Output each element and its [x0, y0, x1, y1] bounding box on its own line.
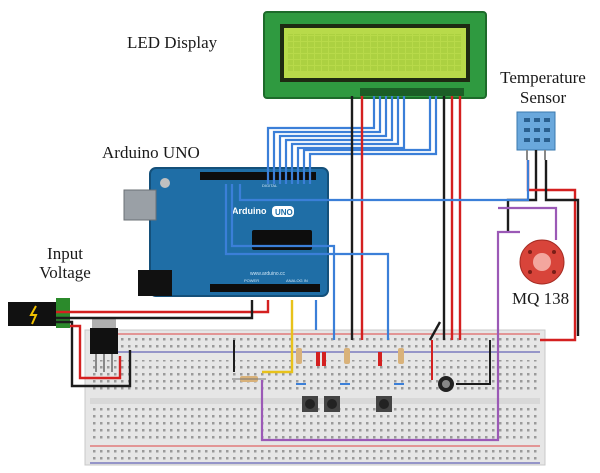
wires-lcd-bus	[266, 96, 438, 184]
label-mq138: MQ 138	[512, 289, 570, 308]
wire-yellow	[262, 300, 294, 374]
push-buttons	[302, 396, 392, 412]
label-input-voltage-2: Voltage	[39, 263, 91, 282]
label-temperature-1: Temperature	[500, 68, 586, 87]
arduino-power-header: POWER	[244, 278, 259, 283]
label-temperature-2: Sensor	[519, 88, 567, 107]
wires-purple	[260, 206, 558, 442]
label-input-voltage-1: Input	[47, 244, 83, 263]
arduino-brand-text: Arduino	[232, 206, 267, 216]
wires-power	[56, 96, 580, 388]
leds	[316, 352, 382, 366]
resistors	[232, 348, 404, 382]
potentiometer	[438, 376, 454, 392]
temperature-sensor	[516, 111, 556, 160]
mq138-sensor	[519, 239, 565, 285]
arduino-model-badge: UNO	[275, 208, 293, 217]
arduino-digital-header: DIGITAL	[262, 183, 278, 188]
lcd-display	[263, 11, 487, 99]
power-jack	[8, 298, 70, 328]
label-led-display: LED Display	[127, 33, 218, 52]
wires-signals	[224, 160, 530, 340]
label-arduino: Arduino UNO	[102, 143, 200, 162]
arduino-site-text: www.arduino.cc	[250, 271, 286, 277]
arduino-analog-header: ANALOG IN	[286, 278, 308, 283]
voltage-regulator	[90, 318, 118, 372]
breadboard-jumpers	[233, 340, 491, 385]
